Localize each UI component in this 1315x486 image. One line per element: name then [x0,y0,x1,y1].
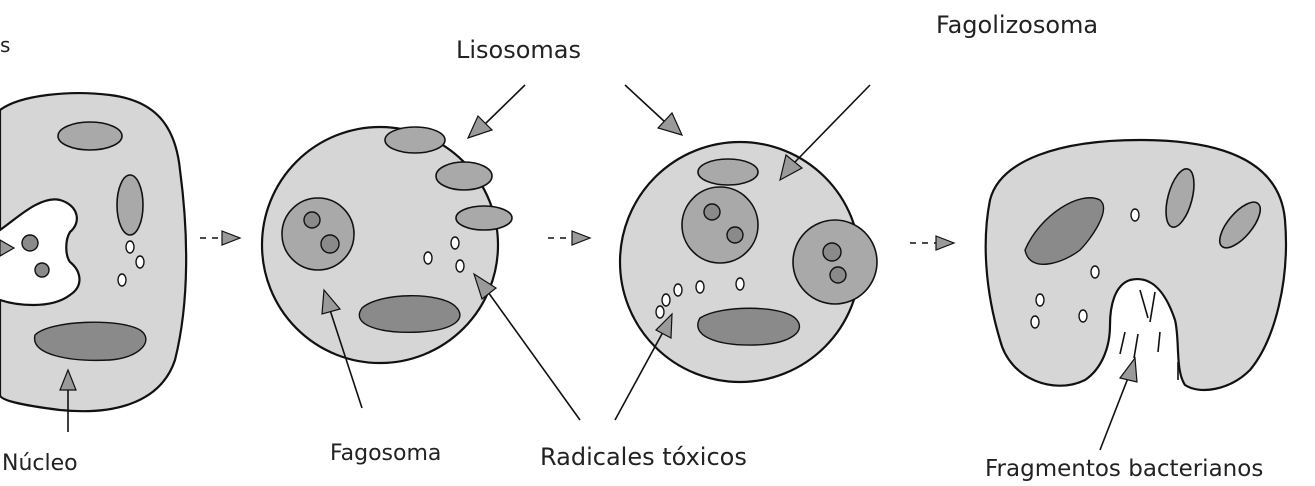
label-fagolizosoma: Fagolizosoma [936,11,1098,39]
label-lisosomas: Lisosomas [456,36,581,64]
label-nucleo: Núcleo [2,451,78,476]
arrow-fragmentos [1100,358,1137,450]
phagolysosome-cell3 [682,187,758,263]
label-cut-left: s [0,33,10,57]
cell-2 [262,127,512,363]
arrow-radicales-1 [474,274,580,420]
cell-4 [986,140,1286,390]
arrow-lisosomas-right [625,85,682,135]
process-arrow-1 [200,231,240,245]
label-radicales: Radicales tóxicos [540,443,747,471]
label-fagosoma: Fagosoma [330,441,441,466]
process-arrow-3 [910,236,954,250]
cell-1 [0,93,186,411]
cell-3 [620,142,877,382]
process-arrow-2 [548,231,590,245]
phagosome [282,198,354,270]
arrow-fagolizosoma [780,85,870,180]
arrow-lisosomas-left [468,85,525,138]
label-fragmentos: Fragmentos bacterianos [985,456,1263,482]
